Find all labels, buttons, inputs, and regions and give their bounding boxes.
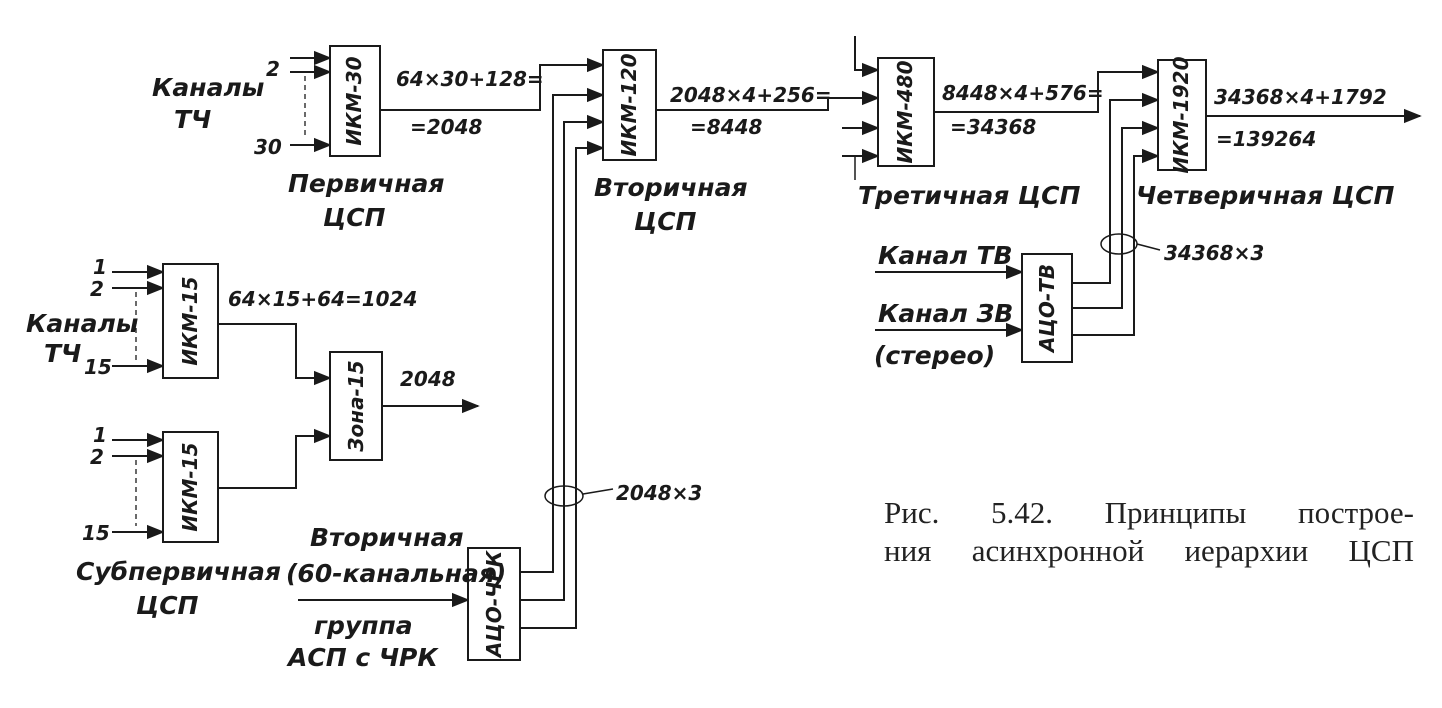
wire-acochrk-out1 (520, 87, 605, 573)
block-ikm15-b: ИКМ-15 (162, 431, 219, 543)
label-secondary-2: ЦСП (634, 207, 697, 236)
block-ikm1920-label: ИКМ-1920 (1169, 56, 1193, 173)
label-rate-zona: 2048 (400, 367, 456, 391)
wire-acotv-out1 (1072, 92, 1160, 284)
block-ikm480-label: ИКМ-480 (893, 60, 917, 163)
label-ch-2-b: 2 (90, 445, 104, 469)
label-rate-secondary-a: 2048×4+256= (670, 83, 832, 107)
label-rate-tertiary-a: 8448×4+576= (942, 81, 1104, 105)
label-primary-2: ЦСП (323, 203, 386, 232)
label-group-1: Вторичная (310, 523, 464, 552)
wire-acochrk-out3 (520, 140, 605, 629)
block-acochrk-label: АЦО-ЧРК (482, 549, 506, 659)
block-zona15: Зона-15 (329, 351, 383, 461)
label-channel-zv: Канал ЗВ (878, 299, 1013, 328)
wire-ikm30-ikm120 (380, 57, 605, 111)
label-channel-tv: Канал ТВ (878, 241, 1013, 270)
labels: Каналы ТЧ 2 30 64×30+128= =2048 Первична… (26, 57, 1394, 672)
label-rate-secondary-b: =8448 (690, 115, 763, 139)
label-bundle-tv: 34368×3 (1164, 241, 1264, 265)
wire-ikm480-in-top (854, 36, 880, 78)
label-rate-ikm15: 64×15+64=1024 (228, 287, 417, 311)
bundle-leader-chrk (582, 488, 614, 495)
block-ikm120: ИКМ-120 (602, 49, 657, 161)
label-quaternary: Четверичная ЦСП (1136, 181, 1394, 210)
label-rate-quaternary-a: 34368×4+1792 (1214, 85, 1387, 109)
label-subprimary-1: Субпервичная (76, 557, 281, 586)
label-rate-quaternary-b: =139264 (1216, 127, 1316, 151)
bundle-ring-chrk (544, 485, 584, 507)
label-rate-primary-a: 64×30+128= (396, 67, 544, 91)
block-ikm15-a: ИКМ-15 (162, 263, 219, 379)
wires (112, 36, 1422, 629)
label-primary-1: Первичная (288, 169, 444, 198)
label-channels-tch-left: Каналы (26, 309, 138, 338)
label-channels-tch-left-b: ТЧ (44, 339, 81, 368)
wire-acotv-out2 (1072, 120, 1160, 309)
label-secondary-1: Вторичная (594, 173, 748, 202)
block-ikm30-label: ИКМ-30 (342, 56, 366, 145)
label-ch-30: 30 (254, 135, 282, 159)
block-ikm480: ИКМ-480 (877, 57, 935, 167)
wire-ikm15b-zona (218, 428, 332, 489)
bundle-leader-tv (1136, 243, 1161, 251)
label-rate-primary-b: =2048 (410, 115, 483, 139)
figure-caption-line-1: Рис. 5.42. Принципы построе- (884, 495, 1414, 530)
label-group-2: (60-канальная) (286, 559, 506, 588)
label-rate-tertiary-b: =34368 (950, 115, 1036, 139)
label-bundle-chrk: 2048×3 (616, 481, 702, 505)
block-acotv-label: АЦО-ТВ (1035, 264, 1059, 354)
bundle-ring-tv (1100, 233, 1138, 255)
figure-caption: Рис. 5.42. Принципы построе- ния асинхро… (884, 494, 1414, 570)
label-ch-1-b: 1 (93, 423, 107, 447)
label-group-4: АСП с ЧРК (286, 643, 439, 672)
block-acochrk: АЦО-ЧРК (467, 547, 521, 661)
block-ikm1920: ИКМ-1920 (1157, 56, 1207, 173)
block-zona15-label: Зона-15 (344, 360, 368, 452)
label-ch-15-b: 15 (82, 521, 110, 545)
label-channels-tch-top-b: ТЧ (174, 105, 211, 134)
block-ikm30: ИКМ-30 (329, 45, 381, 157)
wire-acotv-out3 (1072, 148, 1160, 336)
label-ch-1-a: 1 (93, 255, 107, 279)
label-ch-2-top: 2 (266, 57, 280, 81)
block-ikm120-label: ИКМ-120 (617, 53, 641, 156)
label-stereo: (стерео) (874, 341, 995, 370)
label-ch-2-a: 2 (90, 277, 104, 301)
figure-caption-line-2: ния асинхронной иерархии ЦСП (884, 533, 1414, 568)
wire-acochrk-out2 (520, 114, 605, 601)
label-ch-15-a: 15 (84, 355, 112, 379)
wire-ikm480-ikm1920 (934, 64, 1160, 113)
label-group-3: группа (314, 611, 413, 640)
label-subprimary-2: ЦСП (136, 591, 199, 620)
label-channels-tch-top: Каналы (152, 73, 264, 102)
wire-ikm120-ikm480 (656, 90, 880, 111)
label-tertiary: Третичная ЦСП (858, 181, 1081, 210)
wire-ikm15a-zona (218, 323, 332, 386)
block-acotv: АЦО-ТВ (1021, 253, 1073, 363)
block-ikm15-a-label: ИКМ-15 (178, 276, 202, 365)
block-ikm15-b-label: ИКМ-15 (178, 442, 202, 531)
